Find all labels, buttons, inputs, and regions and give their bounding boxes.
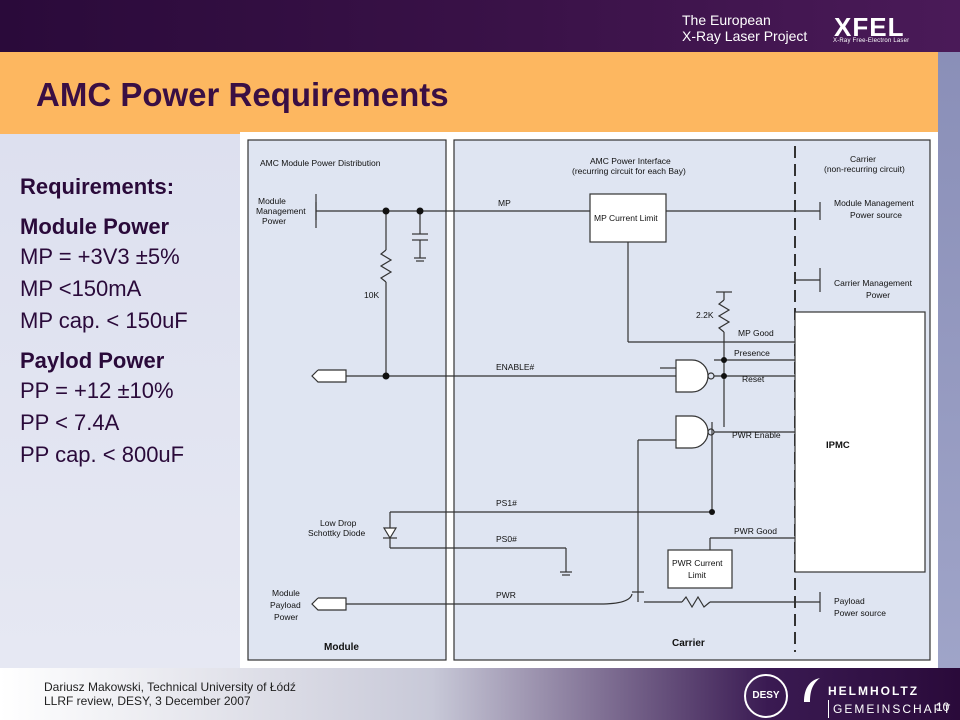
payload-power-item: PP = +12 ±10% [20,378,174,403]
module-payload-power-1: Module [272,588,300,598]
diagram-svg: AMC Module Power Distribution Module Man… [247,139,931,661]
project-line-1: The European [682,12,771,28]
helmholtz-line-1: HELMHOLTZ [828,684,920,698]
module-payload-power-2: Payload [270,600,301,610]
module-power-heading: Module Power [20,214,170,239]
title-band [0,52,938,134]
header-band [0,0,960,52]
pwr-current-limit-2: Limit [688,570,707,580]
module-power-item: MP <150mA [20,276,142,301]
helmholtz-line-2: GEMEINSCHAFT [828,700,952,718]
helmholtz-logo: HELMHOLTZ GEMEINSCHAFT [828,682,952,718]
mp-label: MP [498,198,511,208]
footer-credits: Dariusz Makowski, Technical University o… [44,680,296,708]
module-mgmt-power-3: Power [262,216,286,226]
project-line-2: X-Ray Laser Project [682,28,808,44]
mp-current-limit-label: MP Current Limit [594,213,658,223]
footer-line-2: LLRF review, DESY, 3 December 2007 [44,694,251,708]
xfel-logo: XFEL [834,12,905,42]
module-section-title: AMC Module Power Distribution [260,158,381,168]
helmholtz-mark-icon [804,678,820,702]
pwr-enable-label: PWR Enable [732,430,781,440]
amc-power-interface-2: (recurring circuit for each Bay) [572,166,686,176]
presence-label: Presence [734,348,770,358]
schottky-label-2: Schottky Diode [308,528,365,538]
left-panel [0,134,240,668]
module-payload-power-3: Power [274,612,298,622]
power-distribution-diagram: AMC Module Power Distribution Module Man… [240,132,938,668]
ipmc-label: IPMC [826,440,850,451]
right-side-bar [938,52,960,668]
module-power-item: MP cap. < 150uF [20,308,188,333]
carrier-mgmt-power-2: Power [866,290,890,300]
carrier-title-1: Carrier [850,154,876,164]
payload-power-heading: Paylod Power [20,348,165,373]
enable-label: ENABLE# [496,362,535,372]
resistor-2k2-label: 2.2K [696,310,714,320]
desy-logo: DESY [744,674,788,718]
carrier-title-2: (non-recurring circuit) [824,164,905,174]
carrier-mgmt-power-1: Carrier Management [834,278,913,288]
payload-source-2: Power source [834,608,886,618]
payload-source-1: Payload [834,596,865,606]
ps1-label: PS1# [496,498,517,508]
module-power-item: MP = +3V3 ±5% [20,244,180,269]
page-number: 10 [936,700,950,714]
resistor-10k-label: 10K [364,290,379,300]
amc-power-interface-1: AMC Power Interface [590,156,671,166]
pwr-current-limit-1: PWR Current [672,558,723,568]
requirements-list: Requirements: Module Power MP = +3V3 ±5%… [20,174,188,468]
module-mgmt-source-1: Module Management [834,198,914,208]
requirements-heading: Requirements: [20,174,175,199]
schottky-label-1: Low Drop [320,518,357,528]
module-panel [247,139,447,661]
carrier-label: Carrier [672,638,705,649]
module-mgmt-power-2: Management [256,206,306,216]
footer-line-1: Dariusz Makowski, Technical University o… [44,680,296,694]
mp-good-label: MP Good [738,328,774,338]
payload-power-item: PP < 7.4A [20,410,120,435]
reset-label: Reset [742,374,765,384]
xfel-logo-subtitle: X-Ray Free-Electron Laser [833,38,910,44]
page-title: AMC Power Requirements [36,76,449,113]
payload-power-item: PP cap. < 800uF [20,442,185,467]
pwr-good-label: PWR Good [734,526,777,536]
ps0-label: PS0# [496,534,517,544]
pwr-label: PWR [496,590,516,600]
footer-band [0,668,960,720]
module-mgmt-source-2: Power source [850,210,902,220]
project-name: The European X-Ray Laser Project [682,12,807,44]
module-mgmt-power-1: Module [258,196,286,206]
module-label: Module [324,642,359,653]
